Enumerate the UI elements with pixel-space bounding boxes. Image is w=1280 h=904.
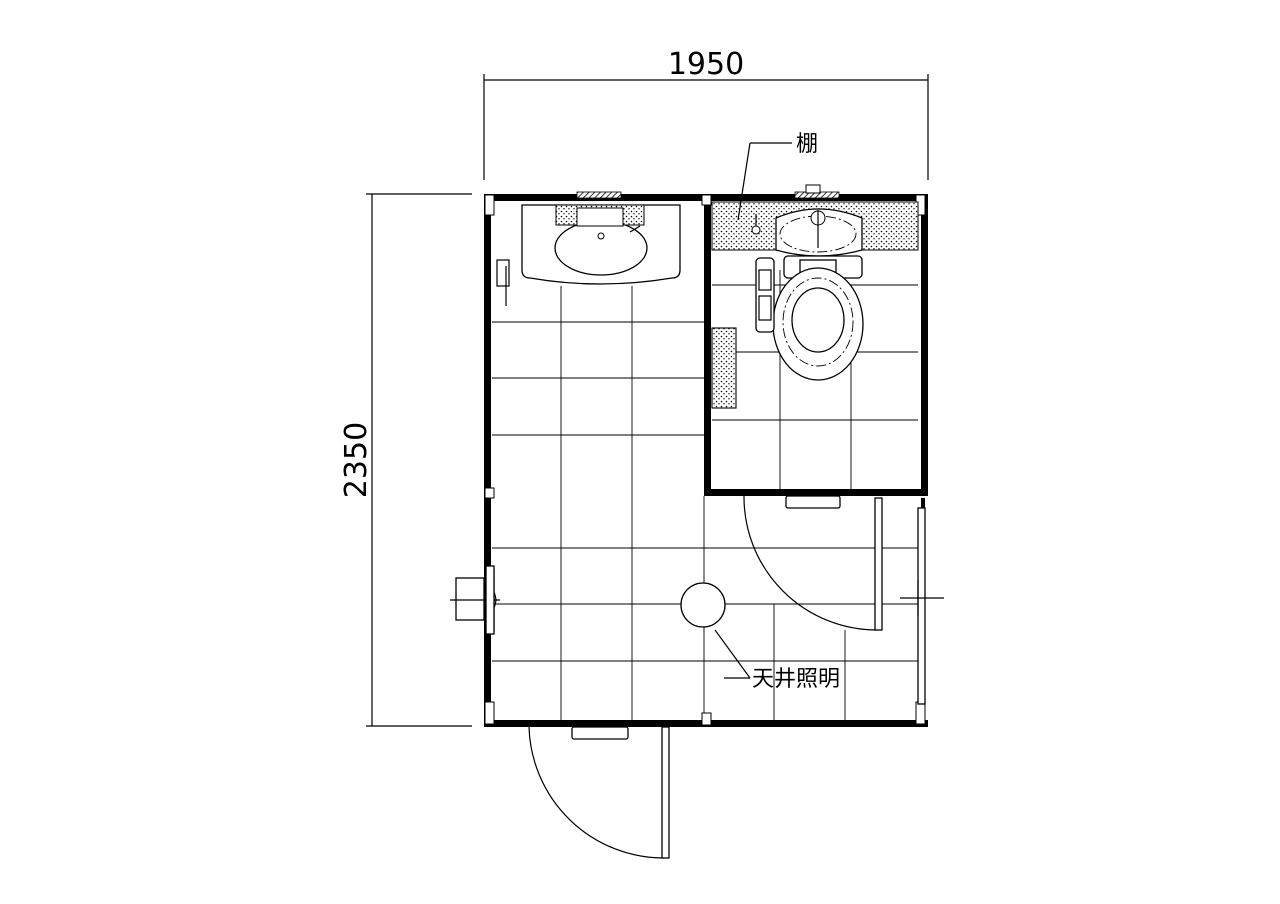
width-dimension: 1950 (483, 47, 929, 180)
toilet (711, 208, 864, 409)
right-window (900, 507, 944, 705)
washbasin (496, 204, 681, 306)
ceiling-light (680, 582, 751, 679)
toilet-door (743, 495, 883, 631)
entrance-door (528, 726, 670, 859)
wall-right (921, 194, 928, 494)
wall-fan (450, 565, 500, 635)
partition-vertical (704, 194, 711, 496)
shelf-annotation: 棚 (737, 132, 818, 221)
wall-left (484, 194, 491, 727)
height-dimension-label: 2350 (339, 422, 374, 498)
ceiling-light-annotation: 天井照明 (724, 667, 840, 692)
partition-horizontal (704, 489, 928, 496)
shelf-label: 棚 (796, 132, 818, 157)
width-dimension-label: 1950 (668, 47, 744, 82)
ceiling-light-label: 天井照明 (752, 667, 840, 692)
height-dimension: 2350 (339, 193, 472, 727)
